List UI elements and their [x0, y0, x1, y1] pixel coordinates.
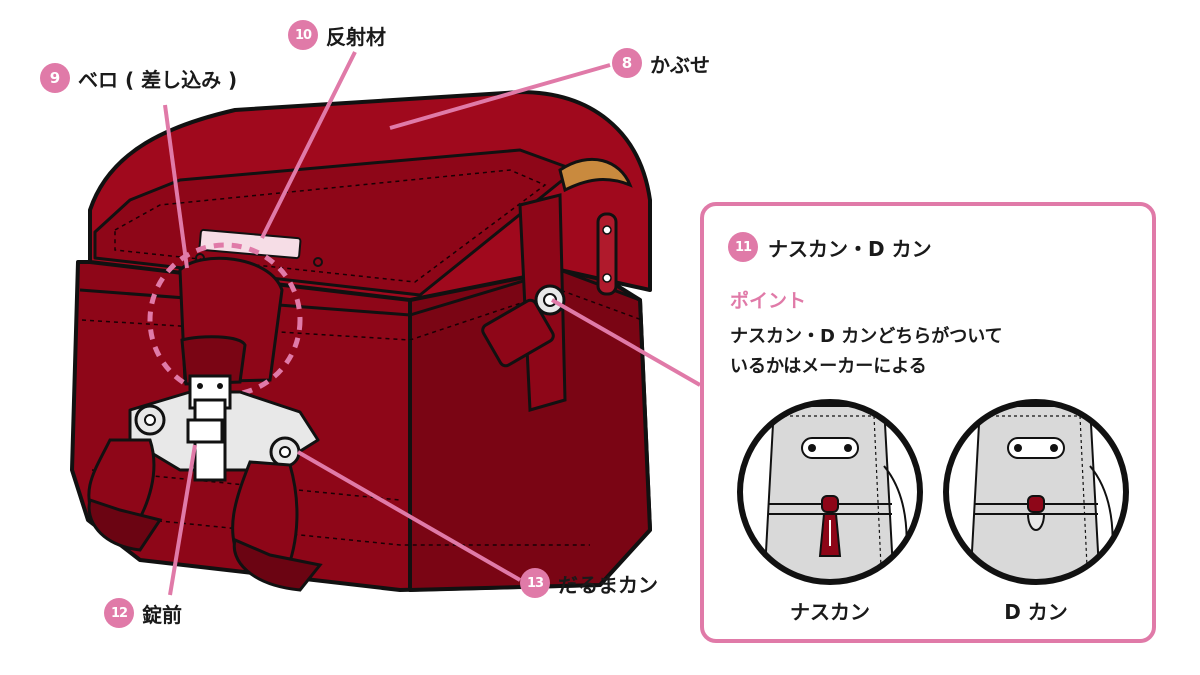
- label-text: 錠前: [142, 602, 182, 627]
- leader-nasukan: [551, 298, 701, 387]
- bero-tab: [180, 335, 247, 386]
- leader-bero: [163, 104, 189, 269]
- label-hanshazai: 10 反射材: [288, 20, 386, 50]
- label-text: 反射材: [326, 24, 386, 49]
- dkan-ring-illustration: [943, 399, 1129, 585]
- caption-dkan: D カン: [1004, 600, 1068, 624]
- bag-inner-lining: [558, 157, 633, 193]
- label-number-badge: 11: [728, 232, 758, 262]
- nasukan-dkan-callout-panel: 11 ナスカン・D カン ポイント ナスカン・D カンどちらがついて いるかはメ…: [700, 202, 1156, 643]
- label-number-badge: 13: [520, 568, 550, 598]
- leader-darumakan: [297, 450, 521, 582]
- dkan-ring-shape: [1026, 513, 1046, 532]
- label-text: ベロ ( 差し込み ): [78, 67, 238, 92]
- label-text: かぶせ: [650, 52, 710, 77]
- nasukan-hook-illustration: [737, 399, 923, 585]
- label-bero: 9 ベロ ( 差し込み ): [40, 63, 237, 93]
- label-jomae: 12 錠前: [104, 598, 182, 628]
- label-number-badge: 8: [612, 48, 642, 78]
- caption-nasukan: ナスカン: [790, 600, 870, 624]
- leader-kabuse: [389, 63, 611, 130]
- panel-heading: 11 ナスカン・D カン: [728, 232, 932, 262]
- leader-hanshazai: [260, 51, 357, 239]
- label-number-badge: 12: [104, 598, 134, 628]
- point-heading: ポイント: [730, 290, 807, 312]
- leader-jomae: [168, 444, 197, 596]
- reflector: [198, 228, 302, 260]
- point-text-line-1: ナスカン・D カンどちらがついて: [730, 326, 1003, 347]
- label-darumakan: 13 だるまカン: [520, 568, 658, 598]
- label-kabuse: 8 かぶせ: [612, 48, 710, 78]
- label-text: だるまカン: [558, 572, 658, 597]
- point-text-line-2: いるかはメーカーによる: [730, 356, 927, 377]
- panel-title: ナスカン・D カン: [768, 236, 932, 261]
- label-number-badge: 9: [40, 63, 70, 93]
- nasukan-hook: [481, 298, 555, 368]
- label-number-badge: 10: [288, 20, 318, 50]
